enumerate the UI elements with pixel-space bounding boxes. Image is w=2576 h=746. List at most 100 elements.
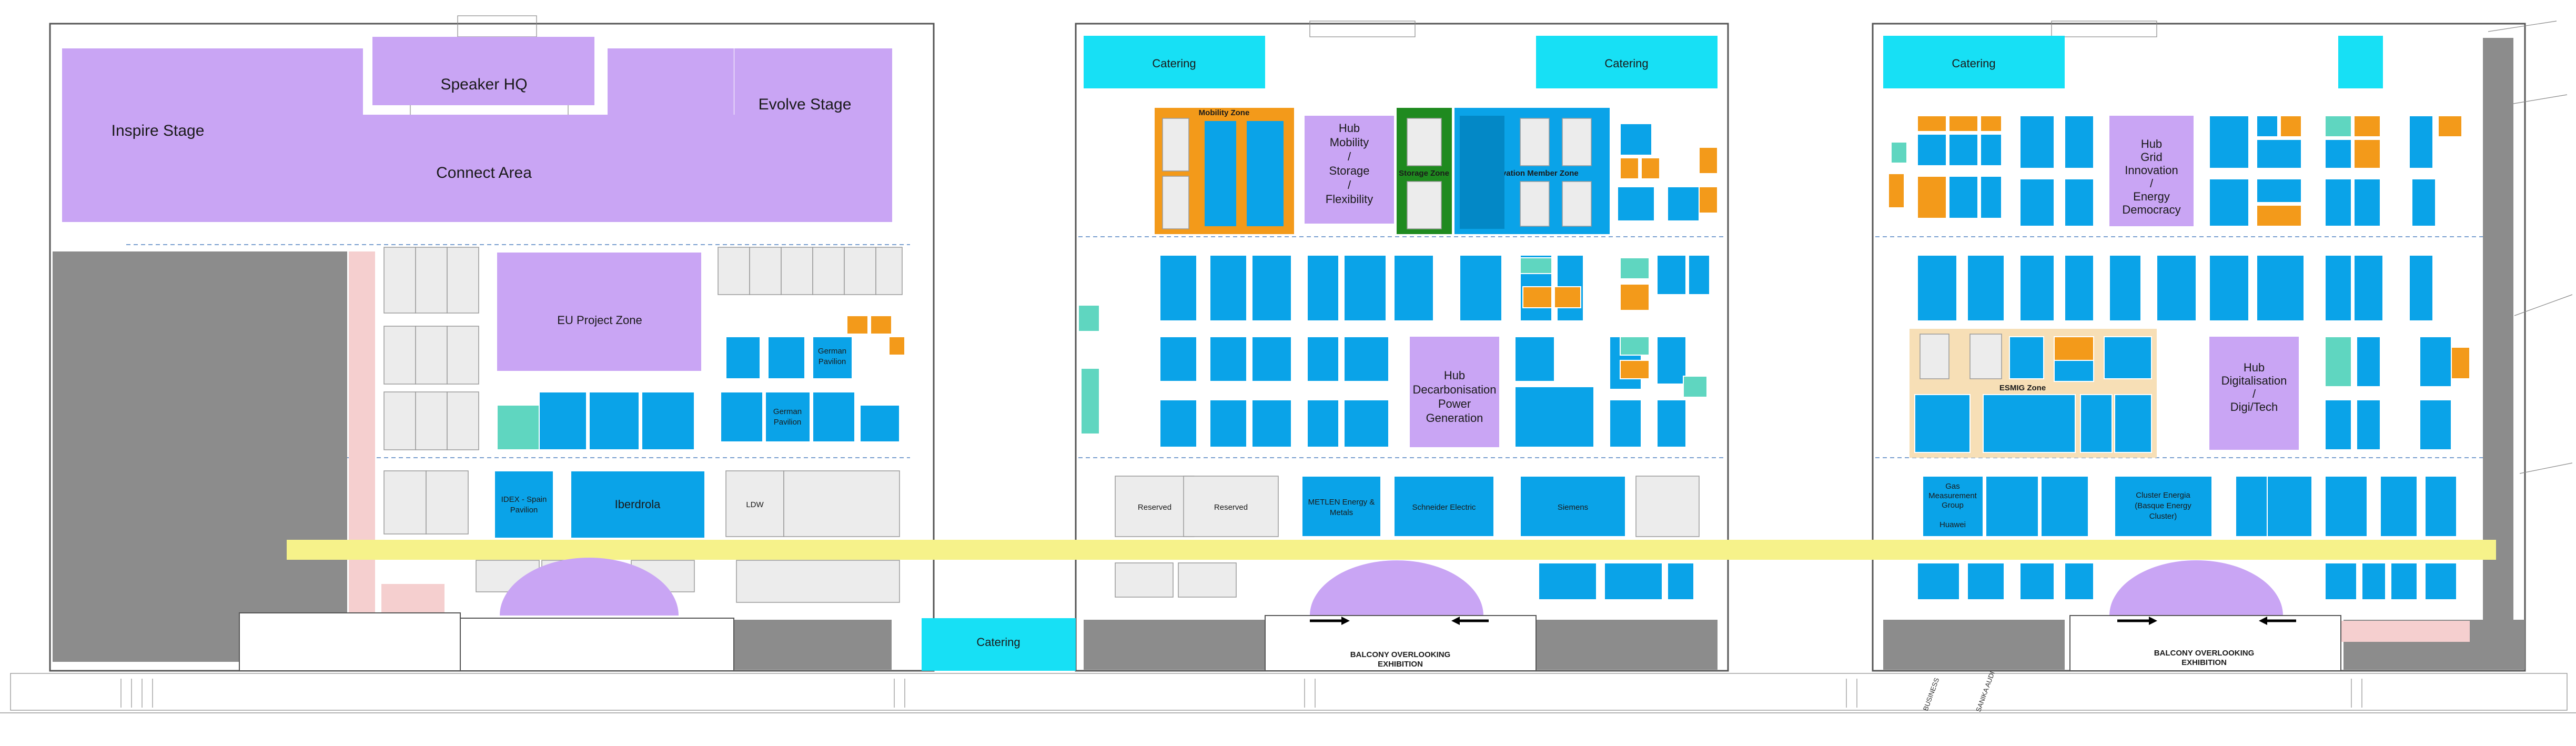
small-stand[interactable] — [888, 336, 905, 356]
booth[interactable] — [1917, 562, 1960, 600]
innovation-stand[interactable] — [1460, 116, 1504, 229]
small-stand[interactable] — [1617, 186, 1655, 221]
innovation-stand[interactable] — [1520, 118, 1550, 166]
booth[interactable] — [1343, 255, 1387, 321]
booth[interactable] — [1967, 562, 2005, 600]
small-stand[interactable] — [1980, 176, 2002, 219]
booth[interactable] — [725, 336, 761, 379]
booth[interactable] — [2019, 255, 2055, 321]
catering-area[interactable] — [1084, 36, 1265, 88]
small-stand[interactable] — [1641, 157, 1660, 179]
generic-stand[interactable] — [383, 391, 416, 450]
booth[interactable] — [1209, 399, 1247, 448]
small-stand[interactable] — [2325, 115, 2352, 137]
catering-area[interactable] — [1536, 36, 1718, 88]
booth[interactable] — [1209, 336, 1247, 382]
booth[interactable] — [1159, 336, 1197, 382]
booth[interactable] — [1459, 255, 1502, 321]
booth[interactable] — [2325, 562, 2357, 600]
booth[interactable] — [1307, 336, 1339, 382]
generic-stand[interactable] — [736, 560, 900, 603]
booth[interactable] — [1080, 368, 1100, 435]
booth[interactable] — [497, 405, 540, 450]
booth[interactable] — [2064, 178, 2094, 227]
small-stand[interactable] — [1948, 176, 1978, 219]
small-stand[interactable] — [2256, 178, 2302, 203]
booth[interactable] — [1538, 562, 1597, 600]
mobility-zone-stand[interactable] — [1247, 121, 1284, 226]
booth[interactable] — [1667, 562, 1694, 600]
generic-stand[interactable] — [1115, 562, 1174, 598]
small-stand[interactable] — [1980, 134, 2002, 166]
booth[interactable] — [2325, 255, 2352, 321]
esmig-stand[interactable] — [1920, 334, 1949, 379]
booth[interactable] — [2409, 255, 2433, 321]
evolve-stage[interactable] — [734, 48, 892, 222]
esmig-stand[interactable] — [1983, 394, 2076, 453]
small-stand[interactable] — [2325, 139, 2352, 169]
booth[interactable] — [2019, 562, 2055, 600]
small-stand[interactable] — [2256, 139, 2302, 169]
booth[interactable] — [2064, 115, 2094, 169]
small-stand[interactable] — [1948, 134, 1978, 166]
generic-stand[interactable] — [781, 247, 813, 295]
booth[interactable] — [2209, 115, 2249, 169]
small-stand[interactable] — [1980, 115, 2002, 132]
booth[interactable] — [1609, 399, 1642, 448]
small-stand[interactable] — [2325, 178, 2352, 227]
booth[interactable] — [2361, 562, 2386, 600]
small-stand[interactable] — [1917, 115, 1947, 132]
small-stand[interactable] — [2409, 115, 2433, 169]
schneider-stand[interactable] — [1393, 476, 1494, 537]
small-stand[interactable] — [1917, 134, 1947, 166]
generic-stand[interactable] — [415, 247, 448, 314]
hub-decarbonisation[interactable] — [1410, 337, 1499, 447]
generic-stand[interactable] — [844, 247, 876, 295]
booth[interactable] — [2019, 178, 2055, 227]
booth[interactable] — [1159, 255, 1197, 321]
booth[interactable] — [812, 391, 855, 442]
esmig-stand[interactable] — [2054, 336, 2094, 361]
booth[interactable] — [641, 391, 695, 450]
small-stand[interactable] — [1620, 336, 1650, 356]
iberdrola-stand[interactable] — [570, 470, 705, 539]
mobility-zone-stand[interactable] — [1162, 176, 1189, 229]
booth[interactable] — [2209, 178, 2249, 227]
small-stand[interactable] — [1891, 142, 1907, 164]
small-stand[interactable] — [1699, 186, 1718, 214]
generic-stand[interactable] — [426, 470, 469, 535]
booth[interactable] — [720, 391, 763, 442]
booth[interactable] — [1656, 255, 1686, 295]
booth[interactable] — [1251, 336, 1292, 382]
booth[interactable] — [2356, 336, 2381, 387]
booth[interactable] — [1985, 476, 2039, 537]
small-stand[interactable] — [2280, 115, 2302, 137]
hub-digitalisation[interactable] — [2209, 337, 2299, 450]
cluster-energia-stand[interactable] — [2114, 476, 2213, 537]
booth[interactable] — [1514, 386, 1594, 448]
booth[interactable] — [2064, 562, 2094, 600]
booth[interactable] — [2325, 399, 2352, 450]
generic-stand[interactable] — [875, 247, 903, 295]
booth[interactable] — [2419, 399, 2452, 450]
booth[interactable] — [1307, 399, 1339, 448]
innovation-stand[interactable] — [1562, 118, 1592, 166]
booth[interactable] — [1251, 399, 1292, 448]
generic-stand[interactable] — [783, 470, 900, 537]
siemens-stand[interactable] — [1520, 476, 1626, 537]
booth[interactable] — [860, 405, 900, 442]
booth[interactable] — [1967, 255, 2005, 321]
small-stand[interactable] — [846, 315, 868, 335]
german-pavilion-booth[interactable] — [812, 336, 853, 379]
booth[interactable] — [539, 391, 587, 450]
generic-stand[interactable] — [812, 247, 845, 295]
metlen-stand[interactable] — [1301, 476, 1381, 537]
small-stand[interactable] — [2438, 115, 2462, 137]
small-stand[interactable] — [2411, 178, 2436, 227]
booth[interactable] — [2353, 255, 2383, 321]
eu-project-zone[interactable] — [497, 253, 701, 371]
booth[interactable] — [2356, 399, 2381, 450]
booth[interactable] — [1251, 255, 1292, 321]
generic-stand[interactable] — [447, 391, 479, 450]
small-stand[interactable] — [2256, 205, 2302, 227]
